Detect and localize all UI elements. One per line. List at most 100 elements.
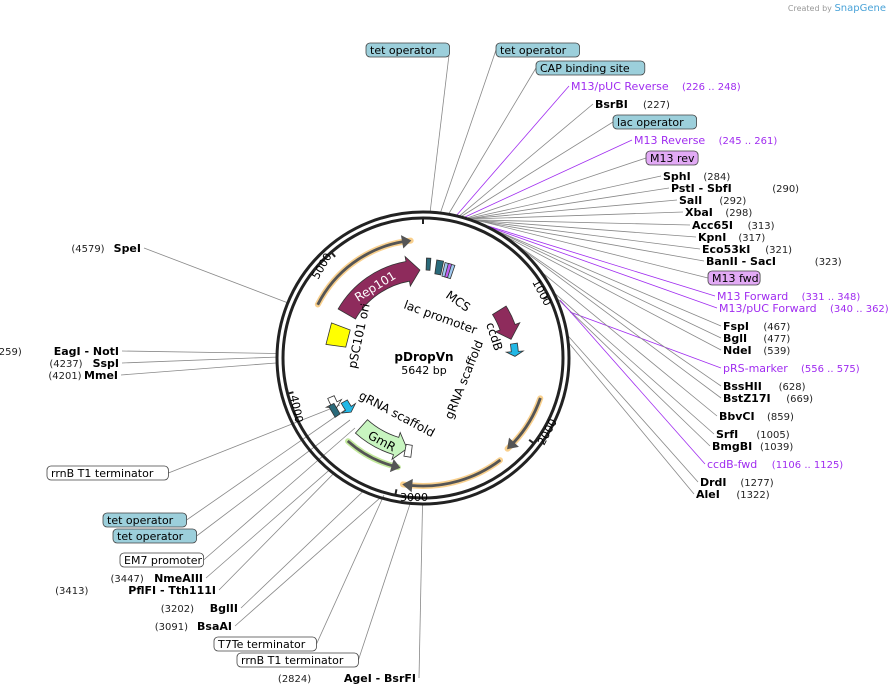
- feature-label-box: [112, 528, 197, 544]
- enzyme-name: SphI: [663, 170, 691, 183]
- enzyme-position: (313): [748, 221, 775, 232]
- map-label-enzyme[interactable]: SpeI(4579): [71, 242, 141, 255]
- lac-operator-box[interactable]: [425, 257, 432, 271]
- psc101-ori-box[interactable]: [325, 322, 351, 348]
- enzyme-name: PstI - SbfI: [671, 182, 732, 195]
- label-mcs: MCS: [443, 288, 473, 315]
- feature-label-box: [612, 114, 697, 130]
- leader-line: [439, 49, 497, 215]
- primer-name: ccdB-fwd: [707, 458, 757, 471]
- enzyme-name: BbvCI: [719, 410, 755, 423]
- enzyme-name: BssHII: [723, 380, 762, 393]
- map-label-enzyme[interactable]: BglII(3202): [161, 602, 238, 615]
- enzyme-position: (1039): [760, 442, 793, 453]
- map-label-enzyme[interactable]: NdeI(539): [723, 344, 790, 357]
- map-label-box[interactable]: tet operator: [365, 42, 450, 58]
- map-label-box[interactable]: M13 fwd: [707, 270, 761, 286]
- leader-line: [418, 504, 423, 679]
- map-label-enzyme[interactable]: PflFI - Tth111I(3413): [55, 584, 216, 597]
- tick-mark: [287, 391, 294, 395]
- leader-line: [429, 49, 450, 214]
- tick-4000: 4000: [287, 394, 306, 424]
- map-label-box[interactable]: T7Te terminator: [213, 636, 317, 652]
- map-label-box[interactable]: tet operator: [112, 528, 197, 544]
- map-label-primer[interactable]: M13/pUC Forward(340 .. 362): [719, 302, 889, 315]
- map-label-box[interactable]: tet operator: [495, 42, 580, 58]
- map-label-enzyme[interactable]: BstZ17I(669): [723, 392, 813, 405]
- tick-1000: 1000: [529, 277, 554, 308]
- map-label-box[interactable]: rrnB T1 terminator: [46, 465, 169, 481]
- map-label-enzyme[interactable]: SrfI(1005): [716, 428, 790, 441]
- terminator-left-arrow[interactable]: [324, 395, 343, 409]
- leader-line: [568, 335, 699, 483]
- orange-arc-1[interactable]: [316, 235, 412, 306]
- grna-left-box[interactable]: [327, 402, 341, 418]
- terminator-bottom[interactable]: [403, 443, 413, 458]
- map-label-enzyme[interactable]: Acc65I(313): [692, 219, 775, 232]
- map-label-primer[interactable]: M13/pUC Reverse(226 .. 248): [571, 80, 741, 93]
- plasmid-size: 5642 bp: [401, 364, 446, 377]
- tick-2000: 2000: [535, 417, 560, 448]
- enzyme-position: (4259): [0, 347, 22, 358]
- map-label-box[interactable]: tet operator: [102, 512, 187, 528]
- enzyme-position: (467): [763, 322, 790, 333]
- map-label-enzyme[interactable]: KpnI(317): [698, 231, 765, 244]
- map-label-box[interactable]: M13 rev: [645, 150, 699, 166]
- map-label-enzyme[interactable]: MmeI(4201): [48, 369, 118, 382]
- orange-arc-2[interactable]: [507, 397, 542, 450]
- map-label-box[interactable]: lac operator: [612, 114, 697, 130]
- tick-mark: [394, 489, 398, 496]
- map-label-enzyme[interactable]: AleI(1322): [696, 488, 770, 501]
- enzyme-name: XbaI: [685, 206, 713, 219]
- grna-scaffold-right-arrow[interactable]: [504, 342, 525, 357]
- map-label-enzyme[interactable]: XbaI(298): [685, 206, 752, 219]
- leader-line: [487, 225, 716, 297]
- map-label-enzyme[interactable]: BbvCI (859): [719, 410, 794, 423]
- primer-sites-box[interactable]: [444, 262, 453, 279]
- map-label-primer[interactable]: ccdB-fwd(1106 .. 1125): [707, 458, 843, 471]
- orange-arc-3[interactable]: [402, 458, 502, 493]
- map-label-enzyme[interactable]: FspI (467): [723, 320, 790, 333]
- map-label-primer[interactable]: pRS-marker(556 .. 575): [723, 362, 860, 375]
- leader-line: [497, 230, 722, 339]
- enzyme-name: BsaAI: [197, 620, 232, 633]
- map-label-enzyme[interactable]: SspI(4237): [49, 357, 119, 370]
- map-label-primer[interactable]: M13 Reverse(245 .. 261): [634, 134, 777, 147]
- feature-label-box: [46, 465, 169, 481]
- leader-line: [120, 362, 277, 376]
- feature-label-box: [213, 636, 317, 652]
- map-label-enzyme[interactable]: Eco53kI(321): [702, 243, 792, 256]
- features: [287, 218, 550, 496]
- map-label-box[interactable]: EM7 promoter: [119, 552, 204, 568]
- enzyme-name: FspI: [723, 320, 749, 333]
- leader-line: [469, 199, 678, 220]
- enzyme-name: BsrBI: [595, 98, 628, 111]
- map-label-enzyme[interactable]: BmgBI(1039): [712, 440, 793, 453]
- map-label-primer[interactable]: M13 Forward(331 .. 348): [717, 290, 860, 303]
- lac-promoter-box[interactable]: [434, 259, 445, 276]
- map-label-enzyme[interactable]: DrdI(1277): [700, 476, 774, 489]
- leader-line: [542, 272, 718, 417]
- map-label-enzyme[interactable]: AgeI - BsrFI(2824): [278, 672, 416, 685]
- leader-line: [218, 473, 334, 591]
- map-label-enzyme[interactable]: BssHII(628): [723, 380, 806, 393]
- map-label-enzyme[interactable]: BglI(477): [723, 332, 790, 345]
- rep101-arrow[interactable]: [337, 255, 421, 320]
- green-arc[interactable]: [346, 439, 401, 473]
- map-label-enzyme[interactable]: EagI - NotI(4259): [0, 345, 119, 358]
- map-label-box[interactable]: CAP binding site: [535, 60, 646, 76]
- enzyme-position: (859): [767, 412, 794, 423]
- map-label-enzyme[interactable]: SalI(292): [679, 194, 746, 207]
- grna-scaffold-left-arrow[interactable]: [340, 399, 357, 414]
- map-label-box[interactable]: rrnB T1 terminator: [236, 652, 359, 668]
- map-label-enzyme[interactable]: BanII - SacI(323): [706, 255, 842, 268]
- map-label-enzyme[interactable]: SphI(284): [663, 170, 730, 183]
- map-label-enzyme[interactable]: BsrBI(227): [595, 98, 670, 111]
- map-label-enzyme[interactable]: BsaAI(3091): [155, 620, 232, 633]
- ccdb-arrow[interactable]: [491, 305, 521, 340]
- leader-line: [240, 491, 363, 609]
- map-label-enzyme[interactable]: NmeAIII(3447): [111, 572, 203, 585]
- enzyme-name: AgeI - BsrFI: [344, 672, 416, 685]
- map-label-enzyme[interactable]: PstI - SbfI(290): [671, 182, 799, 195]
